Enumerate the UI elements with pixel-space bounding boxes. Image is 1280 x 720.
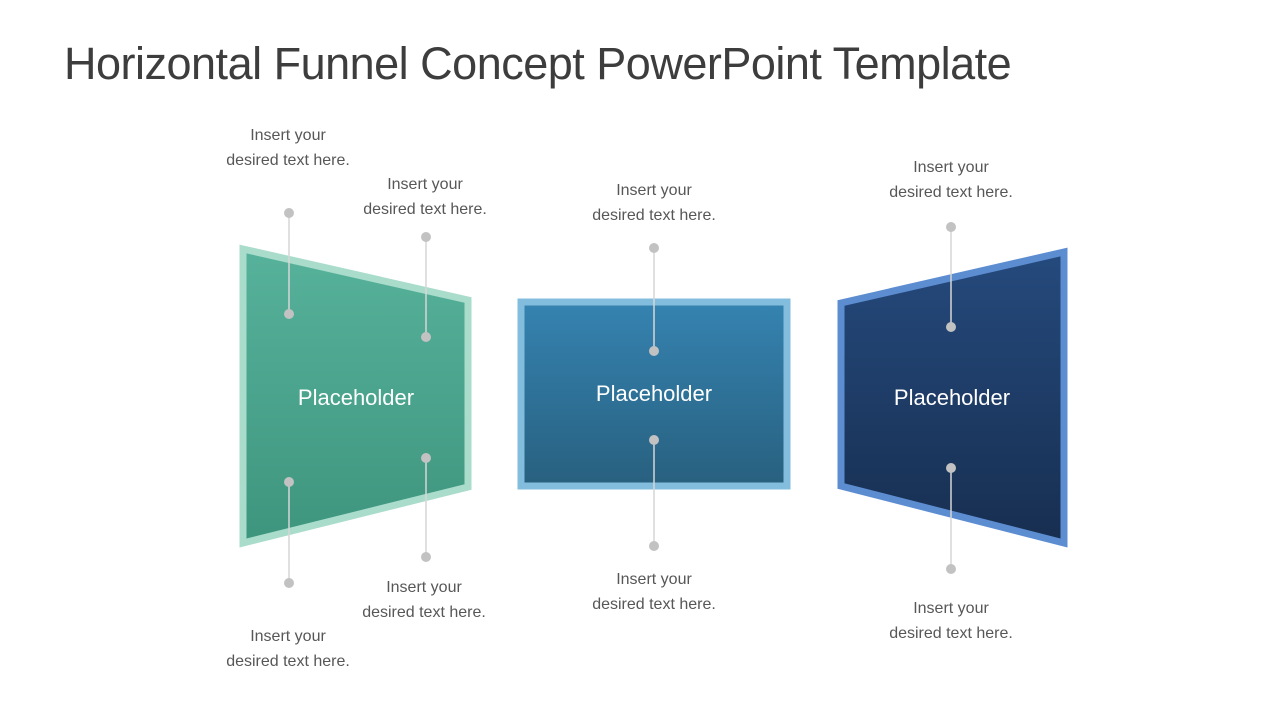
callout-line: Insert your bbox=[616, 571, 692, 588]
callout-line: desired text here. bbox=[226, 152, 350, 169]
stage-3-placeholder-label[interactable]: Placeholder bbox=[893, 385, 1011, 410]
connector-dot bbox=[946, 322, 956, 332]
callout-stage1-top-right[interactable]: Insert your desired text here. bbox=[305, 172, 545, 222]
callout-stage2-top[interactable]: Insert your desired text here. bbox=[534, 178, 774, 228]
callout-line: Insert your bbox=[913, 159, 989, 176]
callout-line: Insert your bbox=[616, 182, 692, 199]
stage-1-placeholder-label[interactable]: Placeholder bbox=[297, 385, 415, 410]
connector-dot bbox=[649, 243, 659, 253]
connector-dot bbox=[421, 232, 431, 242]
callout-stage3-top[interactable]: Insert your desired text here. bbox=[831, 155, 1071, 205]
funnel-stage-1-shape[interactable] bbox=[239, 244, 472, 548]
connector-lines bbox=[288, 213, 952, 583]
connector-dot bbox=[649, 541, 659, 551]
connector-dot bbox=[284, 309, 294, 319]
connector-dot bbox=[649, 435, 659, 445]
callout-line: desired text here. bbox=[889, 625, 1013, 642]
connector-dot bbox=[421, 453, 431, 463]
callout-line: desired text here. bbox=[889, 184, 1013, 201]
callout-line: desired text here. bbox=[226, 653, 350, 670]
callout-stage2-bottom[interactable]: Insert your desired text here. bbox=[534, 567, 774, 617]
funnel-stage-3-shape[interactable] bbox=[837, 247, 1068, 548]
connector-dot bbox=[284, 477, 294, 487]
callout-stage1-top-left[interactable]: Insert your desired text here. bbox=[168, 123, 408, 173]
connector-dot bbox=[649, 346, 659, 356]
callout-line: desired text here. bbox=[592, 596, 716, 613]
connector-dot bbox=[946, 463, 956, 473]
callout-stage3-bottom[interactable]: Insert your desired text here. bbox=[831, 596, 1071, 646]
callout-line: Insert your bbox=[250, 628, 326, 645]
callout-line: Insert your bbox=[250, 127, 326, 144]
callout-line: desired text here. bbox=[362, 604, 486, 621]
connector-dot bbox=[946, 222, 956, 232]
callout-line: Insert your bbox=[913, 600, 989, 617]
callout-line: Insert your bbox=[386, 579, 462, 596]
connector-dot bbox=[284, 578, 294, 588]
callout-stage1-bottom-right[interactable]: Insert your desired text here. bbox=[304, 575, 544, 625]
callout-stage1-bottom-left[interactable]: Insert your desired text here. bbox=[168, 624, 408, 674]
slide-title[interactable]: Horizontal Funnel Concept PowerPoint Tem… bbox=[64, 38, 1012, 89]
connector-dot bbox=[421, 332, 431, 342]
connector-dot bbox=[284, 208, 294, 218]
connector-dot bbox=[946, 564, 956, 574]
connector-dots bbox=[284, 208, 956, 588]
callout-line: desired text here. bbox=[592, 207, 716, 224]
callout-line: Insert your bbox=[387, 176, 463, 193]
callout-line: desired text here. bbox=[363, 201, 487, 218]
stage-2-placeholder-label[interactable]: Placeholder bbox=[595, 381, 713, 406]
connector-dot bbox=[421, 552, 431, 562]
